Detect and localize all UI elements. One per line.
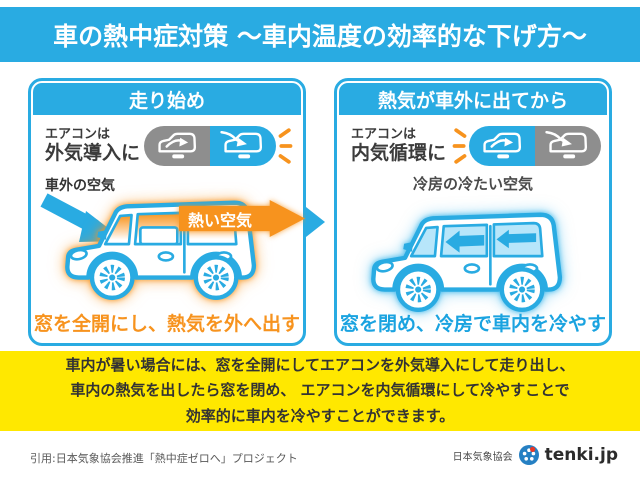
title-bar: 車の熱中症対策 〜車内温度の効率的な下げ方〜 — [0, 7, 640, 62]
outside-air-label: 車外の空気 — [45, 178, 115, 194]
circulating-air-arrow-icon — [445, 229, 537, 253]
transition-arrow-icon — [306, 207, 325, 237]
sparkle-icon — [452, 128, 467, 164]
fresh-air-mode-icon — [210, 126, 276, 166]
tenkijp-logo-icon — [518, 445, 539, 465]
summary-line-2: 車内の熱気を出したら窓を閉め、 エアコンを内気循環にして冷やすことで — [70, 381, 570, 400]
summary-line-3: 効率的に車内を冷やすことができます。 — [185, 406, 455, 425]
aircon-label-left: エアコンは 外気導入に — [45, 128, 144, 164]
sparkle-icon — [278, 128, 293, 164]
fresh-air-mode-icon — [535, 126, 601, 166]
footer: 引用:日本気象協会推進「熱中症ゼロへ」プロジェクト 日本気象協会 tenki.j… — [0, 431, 640, 480]
aircon-prefix-label: エアコンは — [351, 127, 417, 143]
cool-air-label: 冷房の冷たい空気 — [412, 175, 533, 193]
aircon-row-left: エアコンは 外気導入に — [45, 121, 295, 171]
caption-right: 窓を閉め、冷房で車内を冷やす — [339, 313, 606, 335]
page-title: 車の熱中症対策 〜車内温度の効率的な下げ方〜 — [53, 21, 587, 51]
summary-band: 車内が暑い場合には、窓を全開にしてエアコンを外気導入にして走り出し、 車内の熱気… — [0, 351, 640, 431]
recirculation-mode-icon — [469, 126, 535, 166]
aircon-row-right: エアコンは 内気循環に — [351, 121, 601, 171]
car-scene-left: 車外の空気 熱い空気 — [31, 173, 305, 323]
tenkijp-logo-text: tenki.jp — [544, 445, 618, 465]
brand-block: 日本気象協会 tenki.jp — [453, 445, 618, 465]
car-illustration-hot — [55, 179, 275, 311]
citation-text: 引用:日本気象協会推進「熱中症ゼロへ」プロジェクト — [30, 452, 298, 465]
aircon-mode-label: 内気循環に — [351, 141, 447, 164]
recirculation-mode-icon — [144, 126, 210, 166]
aircon-label-right: エアコンは 内気循環に — [351, 128, 450, 164]
car-scene-right: 冷房の冷たい空気 — [337, 173, 609, 323]
car-illustration-cool — [361, 191, 581, 323]
association-label: 日本気象協会 — [452, 451, 513, 463]
aircon-prefix-label: エアコンは — [45, 127, 111, 143]
summary-line-1: 車内が暑い場合には、窓を全開にしてエアコンを外気導入にして走り出し、 — [65, 355, 575, 374]
hot-air-arrow: 熱い空気 — [179, 200, 305, 237]
caption-left: 窓を全開にし、熱気を外へ出す — [33, 313, 300, 335]
panel-header-right: 熱気が車外に出てから — [339, 83, 607, 115]
aircon-mode-label: 外気導入に — [45, 141, 141, 164]
aircon-mode-switch — [144, 126, 276, 166]
hot-air-label: 熱い空気 — [188, 210, 253, 230]
panel-header-left: 走り始め — [33, 83, 301, 115]
panel-start-driving: 走り始め エアコンは 外気導入に 車外の空気 — [28, 78, 306, 346]
aircon-mode-switch — [469, 126, 601, 166]
panel-after-hot-air-out: 熱気が車外に出てから エアコンは 内気循環に 冷房の冷たい空気 — [334, 78, 612, 346]
